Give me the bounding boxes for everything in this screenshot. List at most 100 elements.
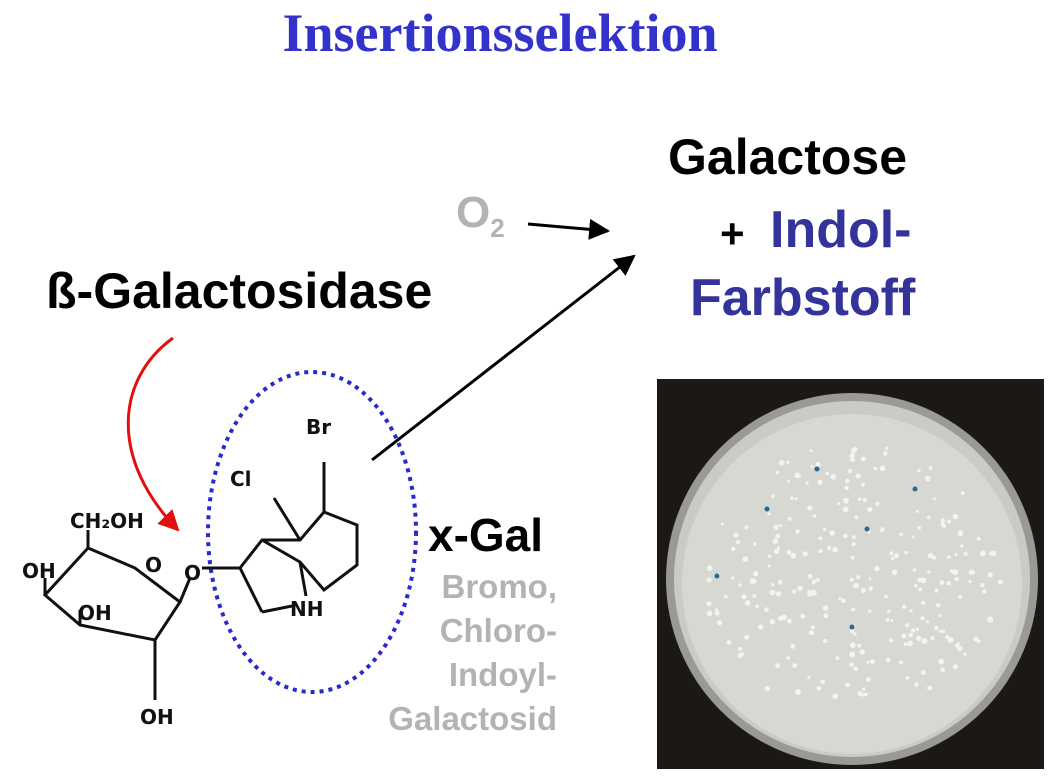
colony	[947, 637, 954, 643]
colony	[764, 685, 770, 692]
colony	[775, 534, 781, 539]
colony	[720, 522, 724, 526]
colony	[909, 609, 913, 613]
colony	[808, 630, 814, 636]
colony	[807, 574, 813, 579]
galactose-structure	[42, 462, 359, 700]
indole-highlight-ellipse	[206, 370, 418, 694]
colony	[851, 447, 857, 454]
substrate-desc-line: Chloro-	[439, 612, 557, 649]
colony	[956, 645, 963, 652]
colony	[827, 545, 832, 550]
colony	[917, 468, 921, 473]
colony	[829, 530, 835, 536]
enzyme-cleavage-arrow	[126, 336, 180, 532]
chlorine-label: Cl	[230, 467, 252, 491]
colony	[738, 583, 742, 587]
colony	[952, 569, 959, 576]
colony	[960, 544, 964, 548]
colony	[899, 660, 904, 665]
colony	[939, 580, 945, 585]
ch2oh-label: CH₂OH	[70, 509, 144, 533]
colony	[805, 481, 809, 485]
colony	[960, 491, 965, 496]
colony	[764, 607, 769, 612]
colony	[987, 616, 994, 623]
colony	[907, 640, 913, 647]
colony	[860, 587, 866, 593]
colony	[928, 465, 933, 470]
colony	[874, 566, 880, 572]
colony	[822, 527, 827, 532]
colony	[795, 529, 800, 534]
colony	[849, 662, 854, 667]
colony	[942, 524, 947, 529]
colony	[778, 460, 785, 466]
colony	[715, 608, 719, 612]
colony	[790, 643, 796, 649]
colony	[952, 513, 959, 520]
substrate-desc-line: Bromo,	[441, 568, 558, 605]
colony	[963, 551, 968, 556]
colony	[867, 507, 873, 512]
substrate-name: x-Gal	[428, 509, 544, 561]
oh-mid-label: OH	[78, 601, 112, 625]
colony	[773, 548, 780, 555]
colony	[888, 638, 894, 643]
colony	[911, 535, 915, 539]
colony	[832, 693, 838, 699]
colony	[744, 634, 750, 640]
colony	[825, 471, 830, 476]
colony	[800, 613, 806, 619]
oxygen-symbol: O	[456, 188, 491, 237]
ring-oxygen-label: O	[145, 553, 162, 577]
colony	[835, 656, 840, 661]
colony	[899, 532, 903, 536]
colony	[811, 581, 816, 585]
colony	[920, 577, 927, 584]
colony	[792, 589, 797, 594]
colony	[723, 594, 728, 599]
colony	[807, 675, 811, 680]
colony	[790, 496, 794, 501]
colony	[954, 576, 959, 582]
colony	[726, 640, 732, 645]
colony	[973, 636, 979, 642]
colony	[810, 464, 814, 469]
colony	[787, 618, 792, 624]
colony	[845, 683, 849, 687]
colony	[717, 620, 723, 626]
colony	[918, 587, 923, 592]
colony	[737, 652, 743, 658]
colony	[794, 472, 801, 479]
colony	[849, 453, 855, 459]
colony	[997, 579, 1003, 585]
colony	[845, 478, 850, 484]
colony	[947, 519, 952, 524]
colony	[802, 551, 808, 557]
colony	[776, 546, 781, 550]
colony	[860, 650, 865, 655]
colony	[954, 553, 958, 557]
colony	[775, 663, 780, 668]
colony	[927, 552, 934, 559]
colony	[810, 625, 815, 630]
colony	[863, 692, 868, 697]
colony	[884, 594, 888, 599]
colony	[868, 586, 874, 591]
colony	[786, 550, 792, 555]
product-galactose: Galactose	[668, 129, 908, 185]
colony	[787, 517, 792, 521]
colony	[810, 589, 817, 596]
enzyme-label: ß-Galactosidase	[46, 263, 433, 319]
colony	[812, 514, 817, 518]
colony	[915, 627, 919, 631]
colony	[809, 449, 813, 453]
colony	[855, 473, 861, 479]
colony	[797, 585, 803, 591]
colony	[773, 524, 779, 530]
colony	[753, 570, 759, 577]
colony	[815, 578, 820, 583]
colony	[905, 623, 910, 628]
